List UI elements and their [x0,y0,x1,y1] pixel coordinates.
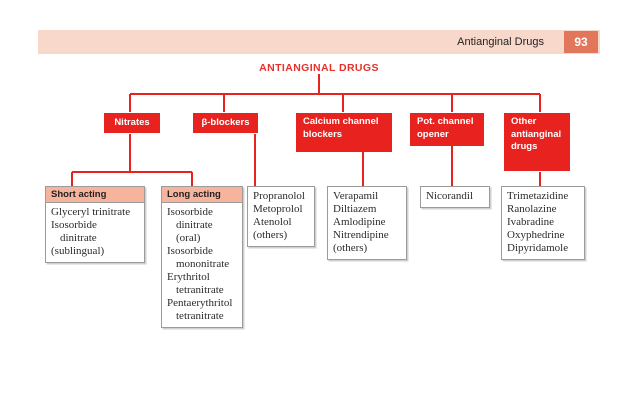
drug-item: Amlodipine [333,216,386,228]
subgroup-heading-long-acting: Long acting [162,187,242,203]
drug-item: Propranolol [253,190,305,202]
drug-item: Ivabradine [507,216,555,228]
drug-box-other-antianginal[interactable]: Trimetazidine Ranolazine Ivabradine Oxyp… [501,186,585,260]
drug-item: Verapamil [333,190,379,202]
drug-item: Nitrendipine [333,229,389,241]
drug-list-beta-blockers: Propranolol Metoprolol Atenolol (others) [248,187,314,246]
category-label-beta-blockers: β-blockers [201,117,250,128]
drug-box-calcium-channel-blockers[interactable]: Verapamil Diltiazem Amlodipine Nitrendip… [327,186,407,260]
drug-item: Atenolol [253,216,292,228]
drug-item: Isosorbide [167,245,213,257]
drug-item: Nicorandil [426,190,474,202]
drug-item: tetranitrate [176,310,224,322]
category-label-nitrates: Nitrates [114,117,150,128]
drug-item: Ranolazine [507,203,557,215]
page-header-title: Antianginal Drugs [457,36,544,48]
drug-item: mononitrate [176,258,230,270]
drug-box-pot-channel-opener[interactable]: Nicorandil [420,186,490,208]
drug-item: tetranitrate [176,284,224,296]
drug-item: (others) [333,242,368,254]
drug-list-calcium-channel-blockers: Verapamil Diltiazem Amlodipine Nitrendip… [328,187,406,259]
drug-item: Pentaerythritol [167,297,233,309]
drug-item: Metoprolol [253,203,303,215]
drug-item: Glyceryl trinitrate [51,206,131,218]
drug-item: Erythritol [167,271,210,283]
category-box-beta-blockers[interactable]: β-blockers [193,113,258,133]
drug-item: (others) [253,229,288,241]
subgroup-box-short-acting[interactable]: Short acting Glyceryl trinitrate Isosorb… [45,186,145,263]
category-label-other-antianginal-drugs: Other antianginal drugs [511,116,562,152]
drug-item: dinitrate [60,232,97,244]
page-header-bar: Antianginal Drugs 93 [38,30,600,54]
category-label-pot-channel-opener: Pot. channel opener [417,116,474,140]
flowchart-root-title: ANTIANGINAL DRUGS [259,62,379,74]
drug-item: Dipyridamole [507,242,569,254]
drug-list-other-antianginal: Trimetazidine Ranolazine Ivabradine Oxyp… [502,187,584,259]
drug-item: (sublingual) [51,245,105,257]
drug-list-long-acting: Isosorbide dinitrate (oral) Isosorbide m… [162,203,242,327]
subgroup-heading-short-acting: Short acting [46,187,144,203]
drug-item: (oral) [176,232,201,244]
drug-item: Isosorbide [167,206,213,218]
category-box-pot-channel-opener[interactable]: Pot. channel opener [410,113,484,146]
subgroup-box-long-acting[interactable]: Long acting Isosorbide dinitrate (oral) … [161,186,243,328]
category-label-calcium-channel-blockers: Calcium channel blockers [303,116,379,140]
page-number-badge: 93 [564,31,598,53]
drug-list-pot-channel-opener: Nicorandil [421,187,489,207]
category-box-nitrates[interactable]: Nitrates [104,113,160,133]
category-box-other-antianginal-drugs[interactable]: Other antianginal drugs [504,113,570,171]
category-box-calcium-channel-blockers[interactable]: Calcium channel blockers [296,113,392,152]
drug-item: dinitrate [176,219,213,231]
drug-item: Diltiazem [333,203,377,215]
drug-box-beta-blockers[interactable]: Propranolol Metoprolol Atenolol (others) [247,186,315,247]
drug-list-short-acting: Glyceryl trinitrate Isosorbide dinitrate… [46,203,144,262]
drug-item: Oxyphedrine [507,229,565,241]
drug-item: Trimetazidine [507,190,569,202]
drug-item: Isosorbide [51,219,97,231]
